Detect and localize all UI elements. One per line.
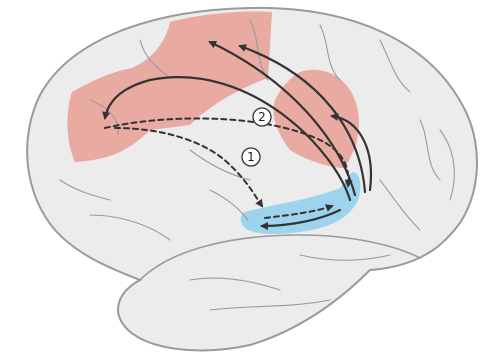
pathway-1-label-text: 1 [247,150,255,164]
pathway-1-label: 1 [242,148,260,166]
pathway-2-label-text: 2 [258,110,266,124]
pathway-2-label: 2 [253,108,271,126]
